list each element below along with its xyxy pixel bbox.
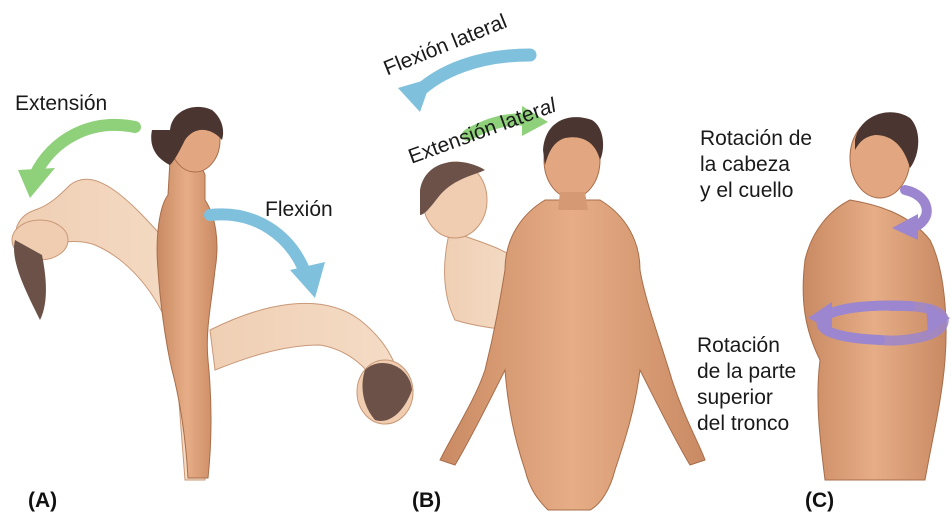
panel-b-letter: (B) <box>412 489 441 513</box>
head-rotation-line-1: Rotación de <box>700 126 812 152</box>
front-figure-neck <box>558 192 588 210</box>
trunk-rotation-line-4: del tronco <box>697 411 796 437</box>
trunk-rotation-line-2: de la parte <box>697 359 796 385</box>
flexion-label: Flexión <box>265 197 333 223</box>
trunk-rotation-line-3: superior <box>697 385 796 411</box>
panel-a-letter: (A) <box>28 489 57 513</box>
trunk-rotation-label: Rotación de la parte superior del tronco <box>697 333 796 437</box>
head-rotation-line-3: y el cuello <box>700 178 812 204</box>
panel-b-illustration <box>420 117 705 510</box>
extension-label: Extensión <box>15 91 107 117</box>
flexion-arrow-icon <box>210 214 325 298</box>
panel-c-letter: (C) <box>805 489 834 513</box>
head-rotation-label: Rotación de la cabeza y el cuello <box>700 126 812 204</box>
standing-figure-body <box>157 158 217 478</box>
head-rotation-line-2: la cabeza <box>700 152 812 178</box>
panel-c-illustration <box>803 112 946 480</box>
panel-a-illustration <box>12 107 413 480</box>
trunk-rotation-line-1: Rotación <box>697 333 796 359</box>
